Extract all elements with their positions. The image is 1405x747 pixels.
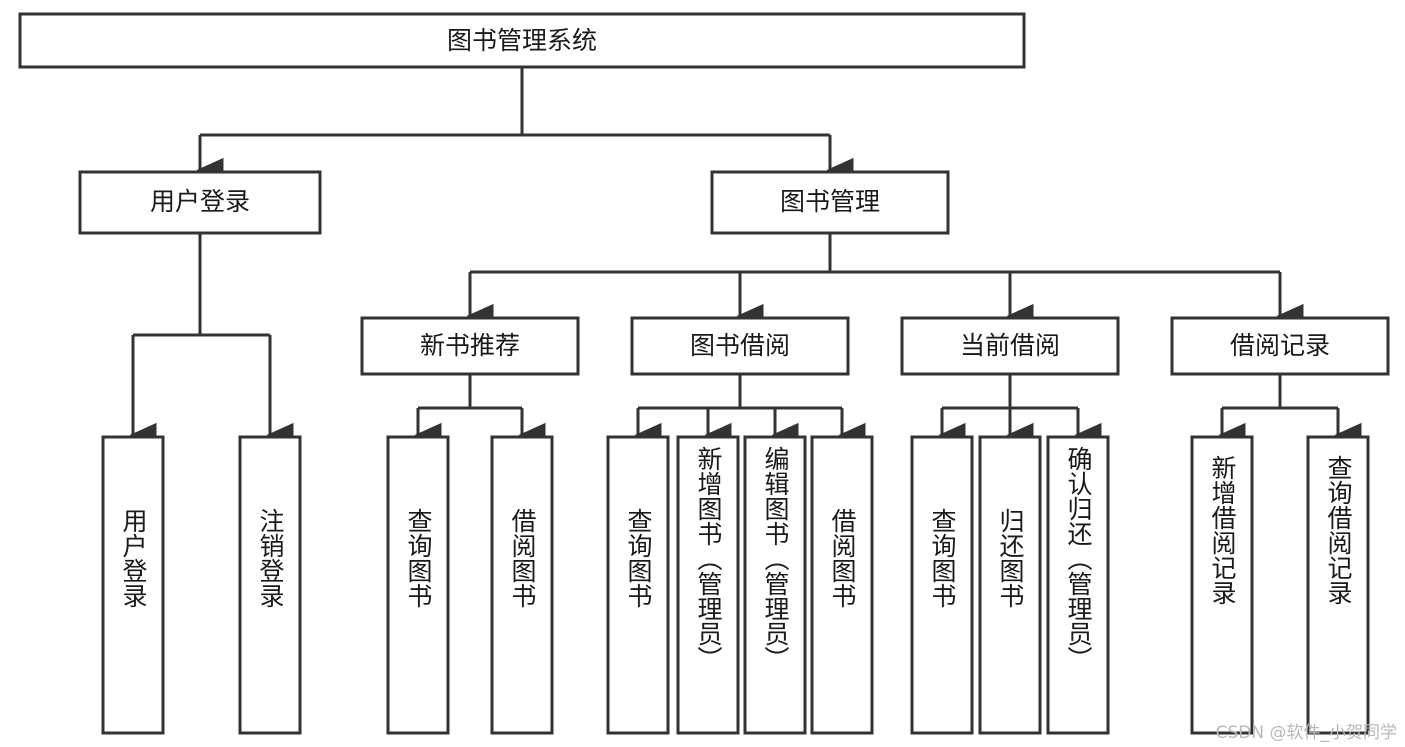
node-leaf-new-book-1-box[interactable] (386, 435, 450, 735)
node-leaf-book-borrow-3-box[interactable] (743, 435, 807, 735)
node-book-manage-box[interactable] (710, 170, 950, 235)
node-root-label: 图书管理系统 (447, 26, 597, 55)
node-current-borrow-box[interactable] (900, 316, 1120, 376)
node-leaf-current-borrow-1-box[interactable] (910, 435, 974, 735)
node-book-borrow-box[interactable] (630, 316, 850, 376)
node-new-book-recommend-label: 新书推荐 (420, 331, 520, 360)
node-book-borrow-label: 图书借阅 (690, 331, 790, 360)
node-book-manage-label: 图书管理 (780, 187, 880, 216)
csdn-watermark: CSDN @软件_小贺同学 (1215, 723, 1397, 743)
node-user-login-label: 用户登录 (150, 187, 250, 216)
node-leaf-book-borrow-1-box[interactable] (606, 435, 670, 735)
node-new-book-recommend-box[interactable] (360, 316, 580, 376)
node-current-borrow-label: 当前借阅 (960, 331, 1060, 360)
node-user-login-box[interactable] (78, 170, 322, 235)
node-leaf-current-borrow-3-box[interactable] (1046, 435, 1110, 735)
node-leaf-user-login-1-box[interactable] (101, 435, 165, 735)
node-borrow-record-box[interactable] (1170, 316, 1390, 376)
node-leaf-current-borrow-2-box[interactable] (978, 435, 1042, 735)
node-leaf-borrow-record-2-box[interactable] (1306, 435, 1370, 735)
node-leaf-user-login-2-box[interactable] (238, 435, 302, 735)
node-root-box[interactable] (18, 12, 1026, 69)
node-leaf-new-book-2-box[interactable] (490, 435, 554, 735)
node-leaf-borrow-record-1-box[interactable] (1190, 435, 1254, 735)
node-leaf-book-borrow-2-box[interactable] (676, 435, 740, 735)
node-leaf-book-borrow-4-box[interactable] (810, 435, 874, 735)
node-borrow-record-label: 借阅记录 (1230, 331, 1330, 360)
